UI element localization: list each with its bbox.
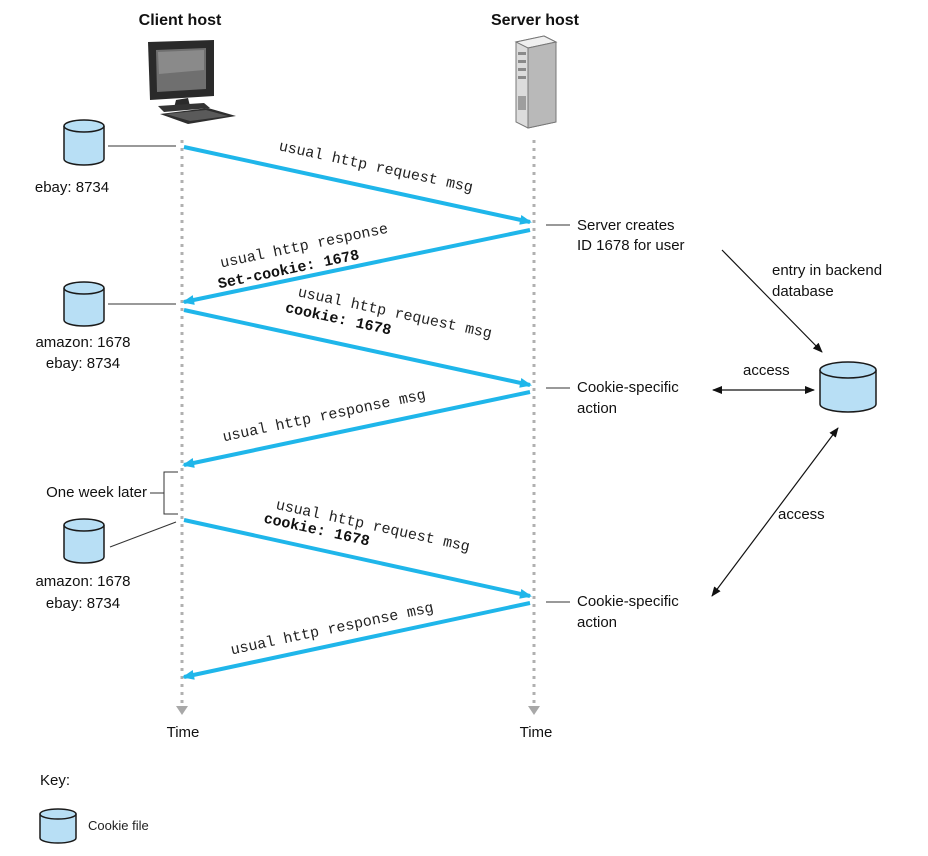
client-host-title: Client host [139,12,222,29]
cookie-entry-text: ebay: 8734 [35,179,109,196]
cookie-entry-text: amazon: 1678 [35,573,130,590]
key-title: Key: [40,772,70,789]
time-gap-bracket [150,471,178,515]
server-note-text: Cookie-specific [577,379,679,396]
cookie-file-icon [63,281,105,327]
cookie-entry-text: ebay: 8734 [46,595,120,612]
message-label: usual http request msg cookie: 1678 [284,284,494,342]
http-response-arrow [182,228,531,305]
access-arrow [711,427,839,597]
http-request-arrow [183,308,532,388]
server-note-text: ID 1678 for user [577,237,685,254]
backend-database-icon [819,361,877,413]
http-request-arrow [183,145,532,225]
server-note-text: Server creates [577,217,675,234]
server-note-text: action [577,400,617,417]
cookie-entry-text: ebay: 8734 [46,355,120,372]
cookie-file-icon [63,518,105,564]
server-note-text: action [577,614,617,631]
one-week-later-label: One week later [46,484,147,501]
http-response-arrow [182,390,531,468]
client-computer-icon [148,40,236,124]
cookie-connector-line [109,521,177,548]
database-entry-label: entry in backend [772,262,882,279]
entry-arrow [721,249,823,353]
access-label: access [743,362,790,379]
client-time-label: Time [167,724,200,741]
http-response-arrow [182,601,531,680]
cookie-entry-text: amazon: 1678 [35,334,130,351]
http-request-arrow [183,518,532,599]
server-lifeline [528,140,540,715]
database-entry-label: database [772,283,834,300]
server-host-icon [514,35,558,129]
key-cookie-file-label: Cookie file [88,818,149,833]
access-label: access [778,506,825,523]
key-cookie-file-icon [39,808,77,844]
message-label: usual http response Set-cookie: 1678 [217,221,390,294]
client-lifeline [176,140,188,715]
cookie-file-icon [63,119,105,166]
server-note-text: Cookie-specific [577,593,679,610]
server-host-title: Server host [491,12,580,29]
server-time-label: Time [520,724,553,741]
